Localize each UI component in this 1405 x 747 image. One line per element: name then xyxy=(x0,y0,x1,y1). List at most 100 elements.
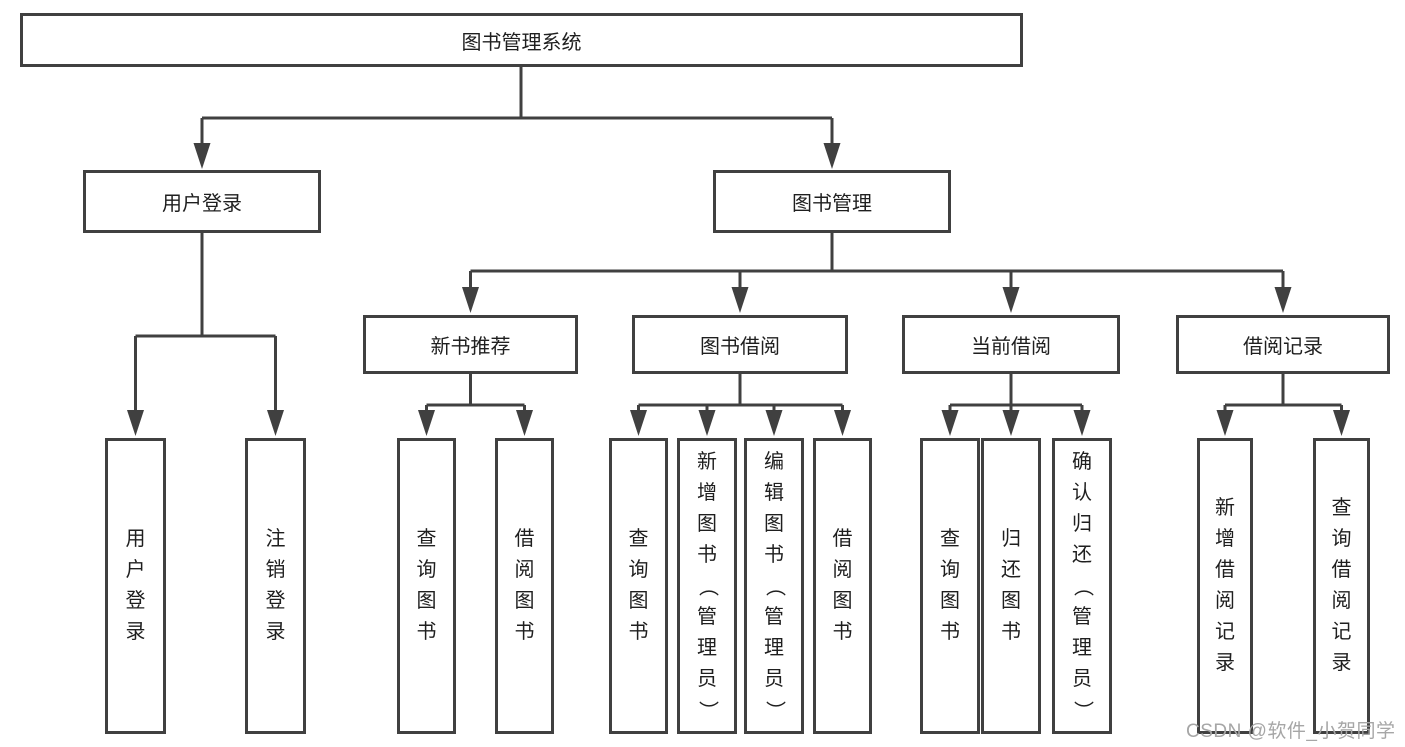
vertical-char: 图 xyxy=(416,590,437,612)
arrowhead xyxy=(630,410,647,436)
leaf-borrowing-borrow-book: 借阅图书 xyxy=(813,438,872,734)
vertical-char: 员 xyxy=(1072,667,1092,690)
node-library-system-label: 图书管理系统 xyxy=(461,31,582,54)
vertical-char: 借 xyxy=(514,528,535,550)
arrowhead xyxy=(267,410,284,436)
node-new-book-recommend-label: 新书推荐 xyxy=(430,336,511,358)
vertical-char: 员 xyxy=(764,667,784,690)
vertical-char: 图 xyxy=(1001,590,1021,612)
vertical-char: 询 xyxy=(416,559,437,581)
node-book-borrowing-label: 图书借阅 xyxy=(700,336,780,358)
vertical-char: 登 xyxy=(265,590,286,612)
vertical-char: 新 xyxy=(1215,497,1235,519)
leaf-current-query: 查询图书 xyxy=(920,438,980,734)
vertical-char: 图 xyxy=(940,590,960,612)
vertical-char: （ xyxy=(1071,576,1094,596)
vertical-char: 图 xyxy=(514,590,535,612)
vertical-char: 书 xyxy=(514,621,535,643)
connector-root-to-level2 xyxy=(200,67,834,145)
vertical-char: 管 xyxy=(1072,605,1092,628)
vertical-char: 还 xyxy=(1072,543,1092,566)
vertical-char: 阅 xyxy=(514,559,535,581)
node-book-management-label: 图书管理 xyxy=(792,193,872,215)
node-current-borrowing: 当前借阅 xyxy=(902,315,1120,374)
vertical-char: 书 xyxy=(764,543,784,566)
vertical-char: 用 xyxy=(125,528,146,550)
vertical-char: 员 xyxy=(697,667,717,690)
node-library-system: 图书管理系统 xyxy=(20,13,1023,67)
leaf-new-book-query: 查询图书 xyxy=(397,438,456,734)
leaf-user-login: 用户登录 xyxy=(105,438,166,734)
node-borrowing-records: 借阅记录 xyxy=(1176,315,1390,374)
arrowhead xyxy=(698,410,716,436)
vertical-char: 借 xyxy=(832,528,853,550)
connector-borrowing-children xyxy=(637,374,844,412)
vertical-char: 询 xyxy=(940,559,960,581)
leaf-current-confirm-return: 确认归还（管理员） xyxy=(1052,438,1112,734)
leaf-new-book-borrow: 借阅图书 xyxy=(495,438,554,734)
vertical-char: 查 xyxy=(416,528,437,550)
vertical-char: 图 xyxy=(832,590,853,612)
leaf-borrowing-add-book: 新增图书（管理员） xyxy=(677,438,737,734)
vertical-char: 销 xyxy=(265,559,286,581)
vertical-char: 增 xyxy=(697,481,717,504)
vertical-char: 查 xyxy=(940,528,960,550)
vertical-char: 图 xyxy=(628,590,649,612)
vertical-char: 书 xyxy=(628,621,649,643)
vertical-char: 录 xyxy=(125,621,146,643)
leaf-records-add: 新增借阅记录 xyxy=(1197,438,1253,734)
vertical-char: 查 xyxy=(1331,497,1352,519)
vertical-char: 录 xyxy=(265,621,286,643)
vertical-char: 注 xyxy=(265,528,286,550)
vertical-char: 增 xyxy=(1215,528,1235,550)
vertical-char: 阅 xyxy=(1215,590,1235,612)
vertical-char: 录 xyxy=(1215,652,1235,674)
connector-user-login-children xyxy=(134,233,277,412)
connector-book-mgmt-children xyxy=(469,233,1285,289)
arrowhead xyxy=(834,410,851,436)
arrowhead xyxy=(941,410,959,436)
vertical-char: 阅 xyxy=(832,559,853,581)
vertical-char: 录 xyxy=(1331,652,1352,674)
arrowhead xyxy=(193,143,211,169)
vertical-char: 借 xyxy=(1331,559,1352,581)
vertical-char: 辑 xyxy=(764,481,784,504)
vertical-char: ） xyxy=(696,700,719,720)
arrowhead xyxy=(516,410,533,436)
vertical-char: 归 xyxy=(1072,512,1092,535)
vertical-char: 确 xyxy=(1072,450,1092,473)
vertical-char: 归 xyxy=(1001,528,1021,550)
vertical-char: ） xyxy=(763,700,786,720)
node-book-management: 图书管理 xyxy=(713,170,951,233)
leaf-logout: 注销登录 xyxy=(245,438,306,734)
connector-new-book-children xyxy=(425,374,526,412)
vertical-char: 理 xyxy=(1072,636,1092,659)
vertical-char: 编 xyxy=(764,450,784,473)
vertical-char: 图 xyxy=(764,512,784,535)
arrowhead xyxy=(1274,287,1292,313)
vertical-char: 书 xyxy=(416,621,437,643)
arrowhead xyxy=(1333,410,1350,436)
vertical-char: 书 xyxy=(940,621,960,643)
leaf-current-return: 归还图书 xyxy=(981,438,1041,734)
arrowhead xyxy=(731,287,749,313)
vertical-char: 户 xyxy=(125,559,146,581)
vertical-char: 书 xyxy=(1001,621,1021,643)
arrowhead xyxy=(765,410,783,436)
vertical-char: 登 xyxy=(125,590,146,612)
connector-records-children xyxy=(1223,374,1343,412)
vertical-char: 记 xyxy=(1331,621,1352,643)
arrowhead xyxy=(418,410,435,436)
vertical-char: 借 xyxy=(1215,559,1235,581)
vertical-char: 新 xyxy=(697,450,717,473)
vertical-char: （ xyxy=(696,576,719,596)
arrowhead xyxy=(462,287,479,313)
vertical-char: 理 xyxy=(764,636,784,659)
arrowhead xyxy=(1002,287,1020,313)
arrowhead xyxy=(1216,410,1234,436)
vertical-char: 管 xyxy=(697,605,717,628)
node-user-login-label: 用户登录 xyxy=(162,193,242,215)
vertical-char: 还 xyxy=(1001,559,1021,581)
arrowhead xyxy=(1073,410,1091,436)
